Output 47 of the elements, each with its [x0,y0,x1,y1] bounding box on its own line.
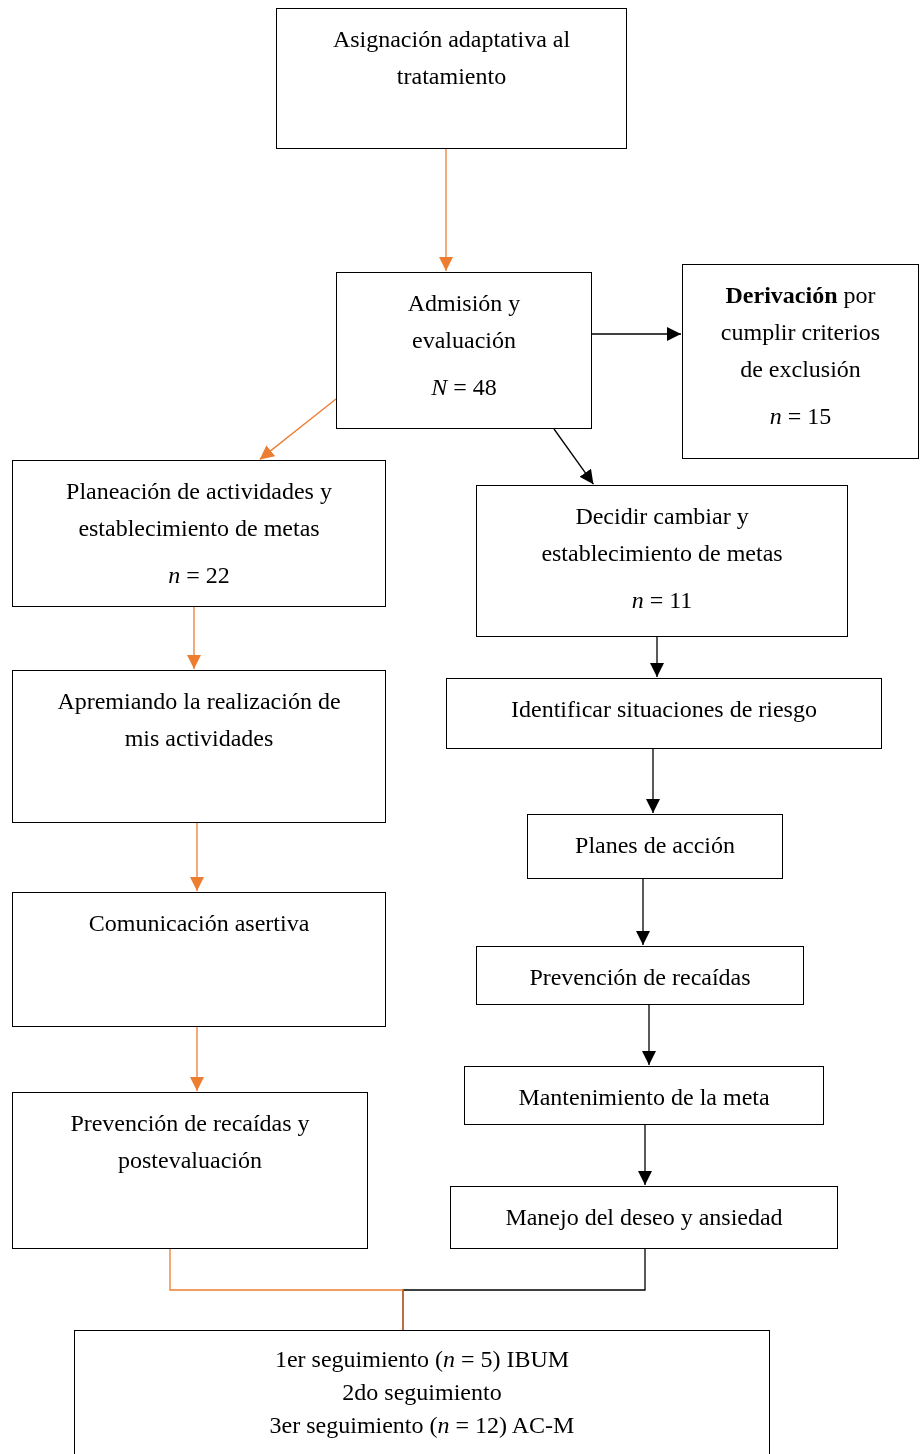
process-box [476,485,848,637]
process-box [12,460,386,607]
box-text: Derivación por cumplir criterios de exclusión [719,281,882,384]
arrow [190,1026,204,1092]
connector-line [169,1248,404,1331]
box-text: n = 15 [768,402,833,431]
box-text: Mantenimiento de la meta [517,1083,771,1112]
box-text: Planes de acción [574,831,736,860]
box-text: Prevención de recaídas y postevaluación [69,1109,311,1175]
process-box [446,678,882,749]
box-text: N = 48 [430,373,498,402]
arrow [259,398,337,461]
process-box [476,946,804,1005]
process-box [336,272,592,429]
box-text: Asignación adaptativa al tratamiento [331,25,572,91]
box-text: 2do seguimiento [341,1378,503,1407]
process-box [12,670,386,823]
process-box [276,8,627,149]
process-box [450,1186,838,1249]
box-text: Comunicación asertiva [87,909,311,938]
arrow [646,748,660,814]
box-text: Decidir cambiar y establecimiento de metas [540,502,784,568]
box-text: 3er seguimiento (n = 12) AC-M [268,1411,576,1440]
box-text: n = 22 [167,561,231,590]
arrow [636,878,650,946]
arrow [638,1124,652,1186]
box-text: Admisión y evaluación [406,289,522,355]
arrow [591,327,682,341]
box-text: Manejo del deseo y ansiedad [504,1203,784,1232]
arrow [187,606,201,670]
process-box [682,264,919,459]
process-box [527,814,783,879]
process-box [74,1330,770,1454]
arrow [650,636,664,678]
process-box [12,892,386,1027]
arrow [439,148,453,272]
box-text: Planeación de actividades y establecimiento de metas [65,477,333,543]
box-text: 1er seguimiento (n = 5) IBUM [273,1345,571,1374]
box-text: Apremiando la realización de mis actividades [56,687,342,753]
arrow [553,428,595,485]
box-text: Prevención de recaídas [528,963,752,992]
box-text: Identificar situaciones de riesgo [510,695,818,724]
arrow [642,1004,656,1066]
box-text: n = 11 [630,586,694,615]
process-box [12,1092,368,1249]
process-box [464,1066,824,1125]
arrow [190,822,204,892]
